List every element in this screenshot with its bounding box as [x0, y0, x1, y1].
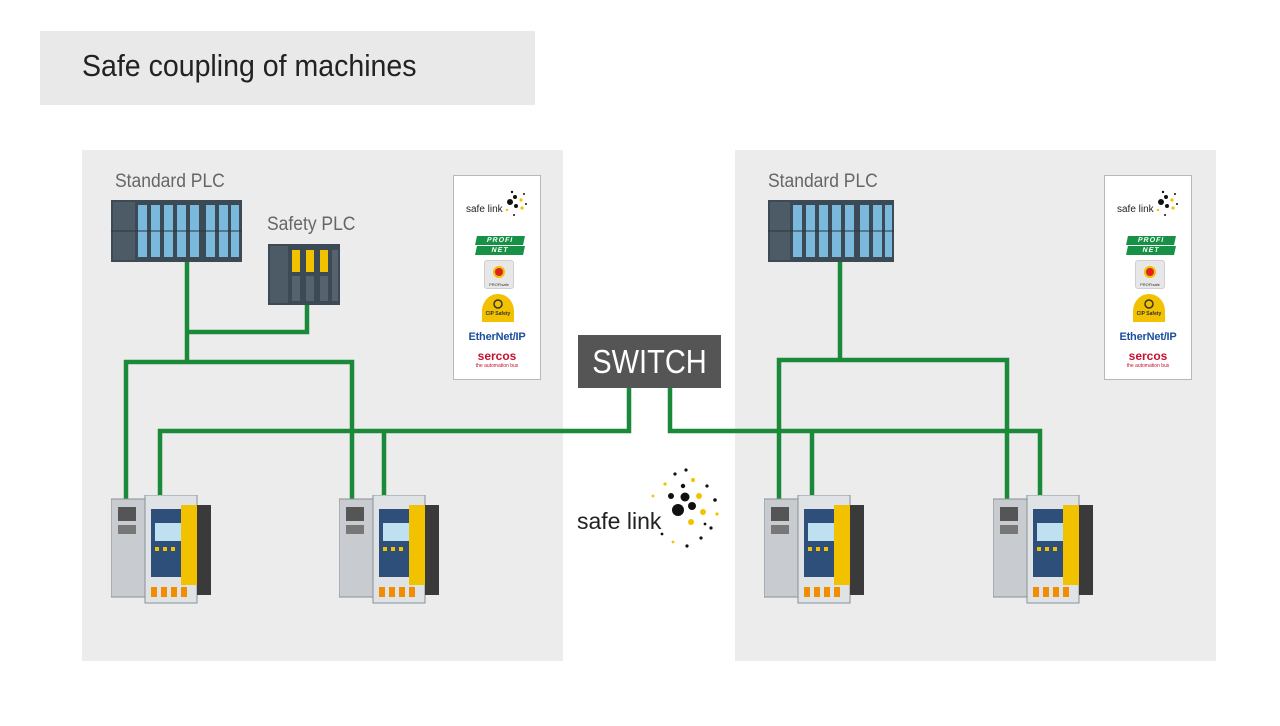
safety-device-1 [111, 495, 211, 604]
cip-safety-text: CIP Safety [485, 311, 511, 317]
safe-link-center-text: safe link [577, 508, 662, 534]
profinet-word-1: PROFI [475, 236, 525, 245]
network-line [157, 388, 632, 512]
cip-safety-shape-icon [482, 294, 514, 322]
cip-safety-shape-icon [1133, 294, 1165, 322]
page-title: Safe coupling of machines [82, 48, 417, 83]
standard-plc-left [111, 200, 242, 262]
safety-plc-label: Safety PLC [267, 214, 356, 235]
profinet-logo: PROFI NET [475, 236, 525, 255]
safe-link-dots-icon [505, 190, 527, 216]
network-line [187, 305, 310, 335]
ethernet-ip-logo: EtherNet/IP [468, 331, 526, 343]
protocol-logos-card-left: safe link PROFI NET PROFIsafe CIP Safety… [453, 175, 541, 380]
sercos-logo: sercos [477, 349, 517, 363]
profinet-word-2: NET [475, 246, 525, 255]
profisafe-logo: PROFIsafe [1135, 260, 1165, 289]
network-line [667, 388, 1043, 512]
profinet-logo: PROFI NET [1126, 236, 1176, 255]
profinet-word-2: NET [1126, 246, 1176, 255]
network-switch: SWITCH [578, 335, 721, 388]
safety-device-3 [764, 495, 864, 604]
profisafe-dot-icon [495, 268, 503, 276]
profisafe-logo: PROFIsafe [484, 260, 514, 289]
safety-plc [268, 244, 340, 305]
sercos-subtitle: the automation bus [475, 363, 519, 369]
ethernet-ip-logo: EtherNet/IP [1119, 331, 1177, 343]
cip-safety-text: CIP Safety [1136, 311, 1162, 317]
profisafe-text: PROFIsafe [489, 282, 509, 287]
switch-label: SWITCH [592, 343, 707, 380]
profisafe-dot-icon [1146, 268, 1154, 276]
sercos-logo: sercos [1128, 349, 1168, 363]
standard-plc-label-right: Standard PLC [768, 171, 878, 192]
profinet-word-1: PROFI [1126, 236, 1176, 245]
sercos-subtitle: the automation bus [1126, 363, 1170, 369]
cip-safety-logo: CIP Safety [1131, 293, 1167, 323]
cip-safety-logo: CIP Safety [480, 293, 516, 323]
safe-link-logo-text: safe link [466, 204, 503, 215]
protocol-logos-card-right: safe link PROFI NET PROFIsafe CIP Safety… [1104, 175, 1192, 380]
title-box: Safe coupling of machines [40, 31, 535, 105]
safe-link-dots-icon [1156, 190, 1178, 216]
standard-plc-label-left: Standard PLC [115, 171, 225, 192]
safe-link-center-dots-icon [651, 468, 719, 548]
profisafe-text: PROFIsafe [1140, 282, 1160, 287]
safety-device-2 [339, 495, 439, 604]
safety-device-4 [993, 495, 1093, 604]
standard-plc-right [768, 200, 894, 262]
safe-link-logo-text: safe link [1117, 204, 1154, 215]
